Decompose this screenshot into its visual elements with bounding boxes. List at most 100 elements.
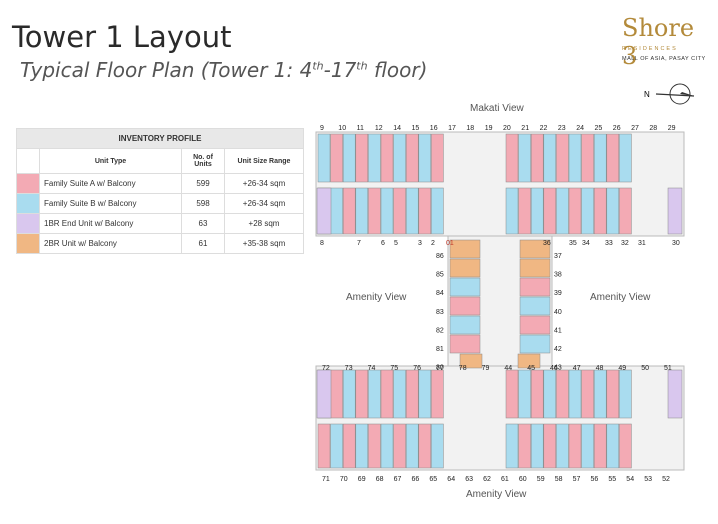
unit-number: 71 [322, 476, 330, 483]
unit-cell [543, 423, 557, 469]
unit-cell [330, 369, 343, 419]
unit-cell [317, 133, 331, 183]
unit-number: 68 [376, 476, 384, 483]
unit-cell [518, 133, 531, 183]
unit-cell [342, 423, 356, 469]
unit-number: 3 [418, 240, 422, 247]
table-row: 2BR Unit w/ Balcony 61 +35-38 sqm [16, 233, 304, 254]
unit-cell [330, 423, 343, 469]
unit-cell [355, 133, 369, 183]
table-row: Family Suite A w/ Balcony 599 +26-34 sqm [16, 173, 304, 194]
unit-number: 6 [381, 240, 385, 247]
unit-cell [568, 133, 582, 183]
unit-number: 30 [672, 240, 680, 247]
unit-cell [449, 296, 481, 316]
unit-number: 82 [436, 327, 444, 334]
unit-number: 61 [501, 476, 509, 483]
unit-cell [418, 369, 432, 419]
unit-number: 56 [591, 476, 599, 483]
unit-number: 64 [447, 476, 455, 483]
unit-number: 34 [582, 240, 590, 247]
unit-number: 42 [554, 346, 562, 353]
unit-cell-end [316, 369, 332, 419]
unit-cell [619, 369, 632, 419]
unit-cell [431, 133, 444, 183]
unit-number: 23 [558, 125, 566, 132]
unit-cell [380, 187, 394, 235]
unit-number: 20 [503, 125, 511, 132]
unit-number: 44 [504, 365, 512, 372]
unit-number: 77 [436, 365, 444, 372]
unit-number: 35 [569, 240, 577, 247]
unit-cell-end [667, 187, 683, 235]
unit-number: 48 [596, 365, 604, 372]
unit-cell [581, 133, 594, 183]
unit-number: 01 [446, 240, 454, 247]
unit-number: 2 [431, 240, 435, 247]
unit-cell [517, 353, 541, 369]
unit-number: 25 [595, 125, 603, 132]
unit-number: 28 [649, 125, 657, 132]
unit-cell [431, 423, 444, 469]
unit-cell [593, 423, 607, 469]
logo-subtext: RESIDENCES [622, 46, 678, 52]
unit-cell-end [316, 187, 332, 235]
unit-number: 36 [543, 240, 551, 247]
unit-cell [505, 423, 519, 469]
unit-number: 31 [638, 240, 646, 247]
unit-number: 58 [555, 476, 563, 483]
swatch-blue [16, 193, 40, 214]
unit-cell [543, 133, 557, 183]
unit-cell [393, 423, 406, 469]
unit-number: 62 [483, 476, 491, 483]
unit-cell-end [667, 369, 683, 419]
compass-icon: N [644, 83, 695, 105]
unit-cell [619, 187, 632, 235]
unit-cell [355, 369, 369, 419]
unit-number: 67 [394, 476, 402, 483]
unit-number: 32 [621, 240, 629, 247]
unit-cell [505, 187, 519, 235]
unit-cell [519, 258, 551, 278]
inventory-table: INVENTORY PROFILE Unit Type No. of Units… [16, 128, 304, 254]
unit-cell [619, 423, 632, 469]
unit-cell [606, 187, 620, 235]
unit-number: 66 [412, 476, 420, 483]
unit-cell [393, 187, 406, 235]
unit-number: 59 [537, 476, 545, 483]
unit-number: 8 [320, 240, 324, 247]
unit-number: 55 [608, 476, 616, 483]
unit-number: 51 [664, 365, 672, 372]
unit-cell [368, 369, 381, 419]
amenity-view-bottom-label: Amenity View [466, 489, 527, 500]
unit-number: 75 [390, 365, 398, 372]
unit-number: 33 [605, 240, 613, 247]
unit-cell [405, 187, 419, 235]
unit-number: 5 [394, 240, 398, 247]
unit-number: 63 [465, 476, 473, 483]
unit-cell [449, 334, 481, 354]
page-title: Tower 1 Layout [12, 20, 232, 54]
unit-number: 86 [436, 253, 444, 260]
unit-cell [449, 258, 481, 278]
unit-number: 38 [554, 272, 562, 279]
unit-number: 22 [540, 125, 548, 132]
unit-number: 41 [554, 327, 562, 334]
unit-number: 73 [345, 365, 353, 372]
unit-number: 11 [357, 125, 364, 132]
unit-cell [606, 369, 620, 419]
unit-cell [342, 187, 356, 235]
unit-cell [581, 423, 594, 469]
unit-number: 17 [448, 125, 456, 132]
unit-cell [568, 423, 582, 469]
unit-cell [405, 133, 419, 183]
unit-number: 57 [573, 476, 581, 483]
swatch-orange [16, 233, 40, 254]
unit-cell [330, 187, 343, 235]
unit-cell [606, 133, 620, 183]
unit-cell [556, 369, 569, 419]
unit-cell [519, 296, 551, 316]
unit-cell [606, 423, 620, 469]
unit-cell [342, 133, 356, 183]
